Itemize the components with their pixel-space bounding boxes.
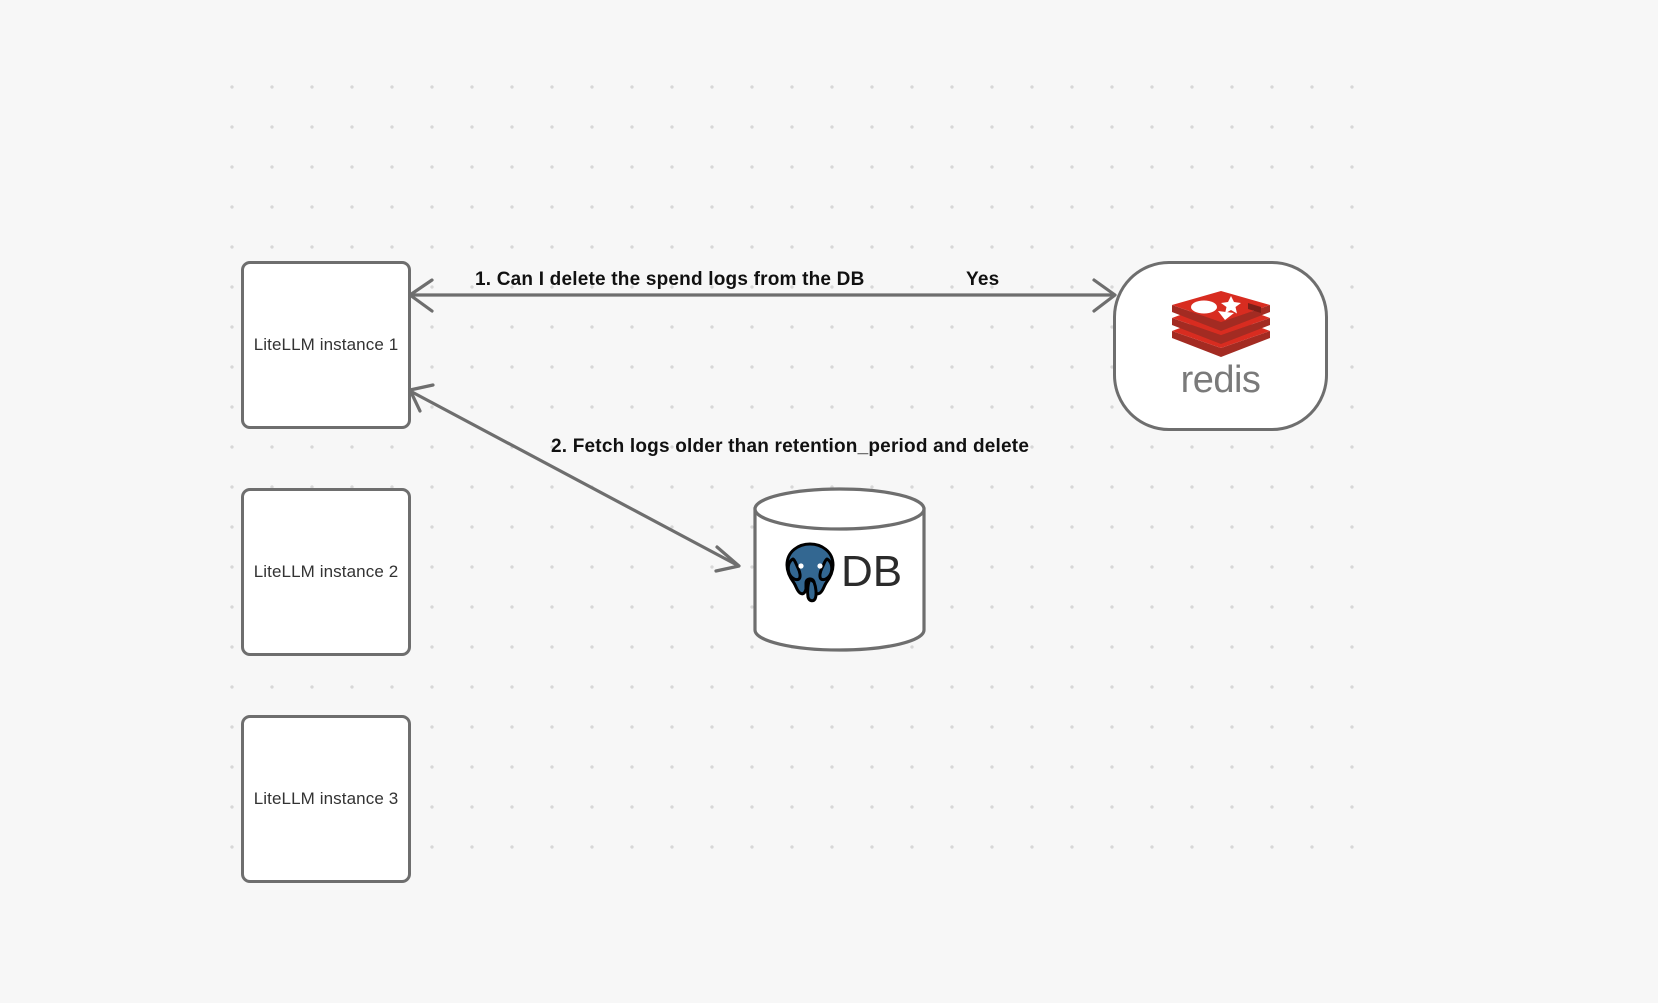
db-label: DB [840, 547, 903, 596]
node-label: LiteLLM instance 2 [253, 562, 399, 581]
postgresql-elephant-icon [777, 539, 843, 605]
redis-wordmark: redis [1180, 358, 1261, 401]
node-litellm-instance-3[interactable]: LiteLLM instance 3 [241, 715, 411, 883]
cylinder-shape [753, 487, 926, 652]
edge-label-1: 1. Can I delete the spend logs from the … [475, 269, 865, 290]
node-label: LiteLLM instance 1 [253, 335, 399, 354]
node-litellm-instance-1[interactable]: LiteLLM instance 1 [241, 261, 411, 429]
edge-label-1-response: Yes [966, 269, 1000, 290]
edge-label-2: 2. Fetch logs older than retention_perio… [551, 436, 1030, 457]
redis-stack-icon [1171, 290, 1270, 357]
node-litellm-instance-2[interactable]: LiteLLM instance 2 [241, 488, 411, 656]
node-redis[interactable]: redis [1113, 261, 1328, 431]
node-label: LiteLLM instance 3 [253, 789, 399, 808]
elephant-glyph [785, 542, 835, 603]
node-database[interactable]: DB [752, 487, 927, 652]
redis-logo-icon [1168, 290, 1274, 357]
